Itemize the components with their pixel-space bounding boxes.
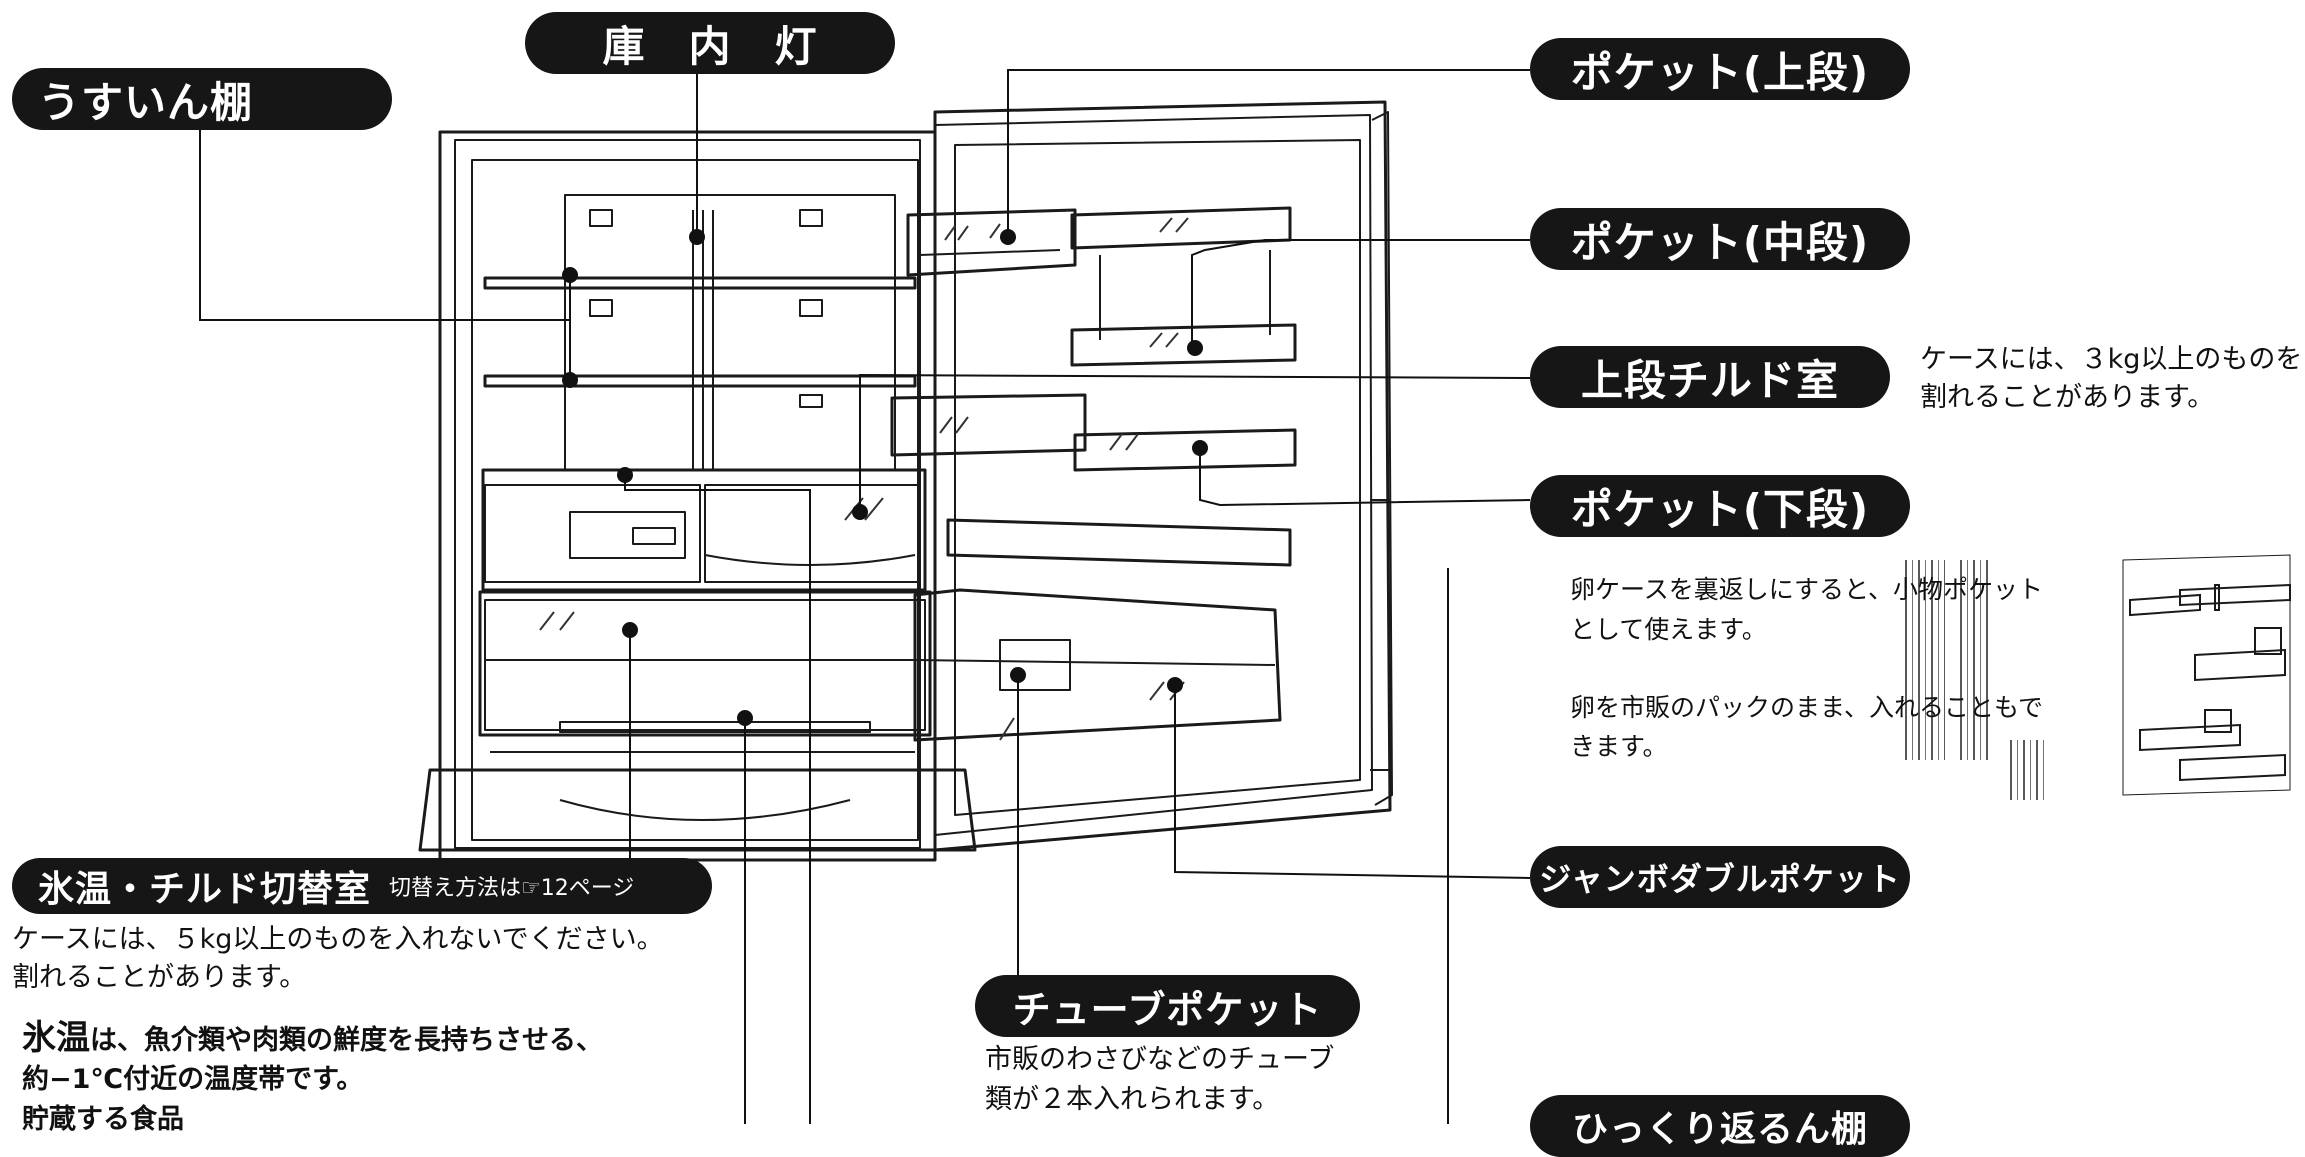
storage-food-heading: 貯蔵する食品 xyxy=(22,1104,184,1135)
refrigerator-illustration xyxy=(199,69,2291,1124)
label-jumbo-double-pocket: ジャンボダブルポケット xyxy=(1530,846,1910,908)
egg-case-note-1: 卵ケースを裏返しにすると、小物ポケット xyxy=(1570,575,2044,604)
ice-temp-note-1: 氷温は、魚介類や肉類の鮮度を長持ちさせる、 xyxy=(22,1018,603,1061)
label-text: ジャンボダブルポケット xyxy=(1539,860,1901,898)
label-pocket-upper: ポケット(上段) xyxy=(1530,38,1910,100)
label-usuin-tana: うすいん棚 xyxy=(12,68,392,130)
label-text: ポケット(下段) xyxy=(1570,484,1870,534)
scan-noise-mark xyxy=(1960,560,1990,760)
label-text: ひっくり返るん棚 xyxy=(1571,1109,1868,1150)
label-text: ポケット(中段) xyxy=(1570,217,1870,267)
scan-noise-mark xyxy=(2010,740,2045,800)
tube-pocket-note-2: 類が２本入れられます。 xyxy=(985,1084,1280,1115)
label-pocket-lower: ポケット(下段) xyxy=(1530,475,1910,537)
ice-temp-description: は、魚介類や肉類の鮮度を長持ちさせる、 xyxy=(90,1025,603,1056)
label-text: 上段チルド室 xyxy=(1580,355,1839,405)
label-text: チューブポケット xyxy=(1012,987,1323,1032)
label-tube-pocket: チューブポケット xyxy=(975,975,1360,1037)
ice-temp-note-2: 約−1℃付近の温度帯です。 xyxy=(22,1064,364,1095)
label-kounai-tou: 庫 内 灯 xyxy=(525,12,895,74)
scan-noise-mark xyxy=(1905,560,1945,760)
label-upper-chilled: 上段チルド室 xyxy=(1530,346,1890,408)
upper-chilled-note-2: 割れることがあります。 xyxy=(1920,382,2215,413)
tube-pocket-note-1: 市販のわさびなどのチューブ xyxy=(985,1044,1335,1075)
switch-room-note-1: ケースには、５kg以上のものを入れないでください。 xyxy=(12,924,664,955)
label-ice-chilled-switch: 氷温・チルド切替室 切替え方法は☞12ページ xyxy=(12,858,712,914)
switch-room-note-2: 割れることがあります。 xyxy=(12,962,307,993)
label-text: ポケット(上段) xyxy=(1570,47,1870,97)
egg-case-note-2: として使えます。 xyxy=(1570,615,1767,644)
label-text: うすいん棚 xyxy=(38,77,254,127)
label-hikkuri-tana: ひっくり返るん棚 xyxy=(1530,1095,1910,1157)
ice-temp-keyword: 氷温 xyxy=(22,1018,90,1058)
label-pocket-middle: ポケット(中段) xyxy=(1530,208,1910,270)
page-reference: 切替え方法は☞12ページ xyxy=(389,876,635,901)
egg-case-note-3: 卵を市販のパックのまま、入れることもで xyxy=(1570,693,2044,722)
label-text: 庫 内 灯 xyxy=(602,21,818,71)
upper-chilled-note-1: ケースには、３kg以上のものを xyxy=(1920,344,2303,375)
egg-case-note-4: きます。 xyxy=(1570,732,1668,761)
label-text: 氷温・チルド切替室 xyxy=(38,869,372,910)
